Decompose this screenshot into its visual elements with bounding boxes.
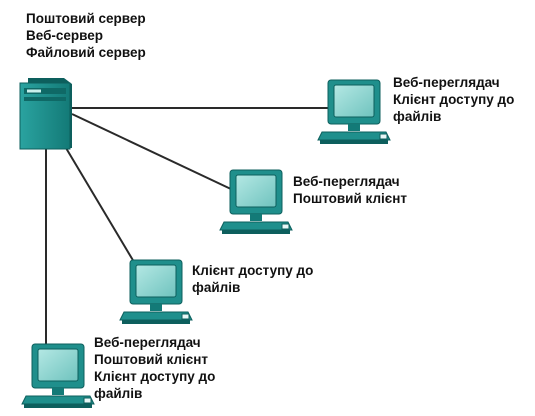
client-role: файлів — [192, 280, 241, 295]
client-role: Поштовий клієнт — [293, 191, 407, 206]
client-pc-4-icon — [21, 343, 95, 408]
client-role: файлів — [393, 109, 442, 124]
server-role-mail: Поштовий сервер — [26, 11, 146, 26]
client-role: Поштовий клієнт — [94, 352, 208, 367]
link-server-pc2 — [71, 113, 234, 191]
client-role: Веб-переглядач — [293, 174, 400, 189]
client-pc-3-icon — [119, 259, 193, 324]
client-pc-2-label: Веб-переглядач Поштовий клієнт — [293, 173, 407, 207]
client-pc-1-label: Веб-переглядач Клієнт доступу до файлів — [393, 74, 514, 125]
client-role: Клієнт доступу до — [94, 369, 216, 384]
server-icon — [19, 78, 72, 150]
client-role: Клієнт доступу до — [393, 92, 515, 107]
client-pc-4-label: Веб-переглядач Поштовий клієнт Клієнт до… — [94, 334, 215, 402]
connections — [45, 107, 335, 348]
server-role-web: Веб-сервер — [26, 28, 104, 43]
client-pc-2-icon — [219, 169, 293, 234]
client-pc-3-label: Клієнт доступу до файлів — [192, 262, 313, 296]
client-role: файлів — [94, 386, 143, 401]
client-role: Клієнт доступу до — [192, 263, 314, 278]
link-server-pc3 — [65, 147, 135, 263]
client-role: Веб-переглядач — [94, 335, 201, 350]
client-role: Веб-переглядач — [393, 75, 500, 90]
server-label: Поштовий сервер Веб-сервер Файловий серв… — [26, 10, 146, 61]
server-role-file: Файловий сервер — [26, 45, 146, 60]
client-pc-1-icon — [317, 79, 391, 144]
